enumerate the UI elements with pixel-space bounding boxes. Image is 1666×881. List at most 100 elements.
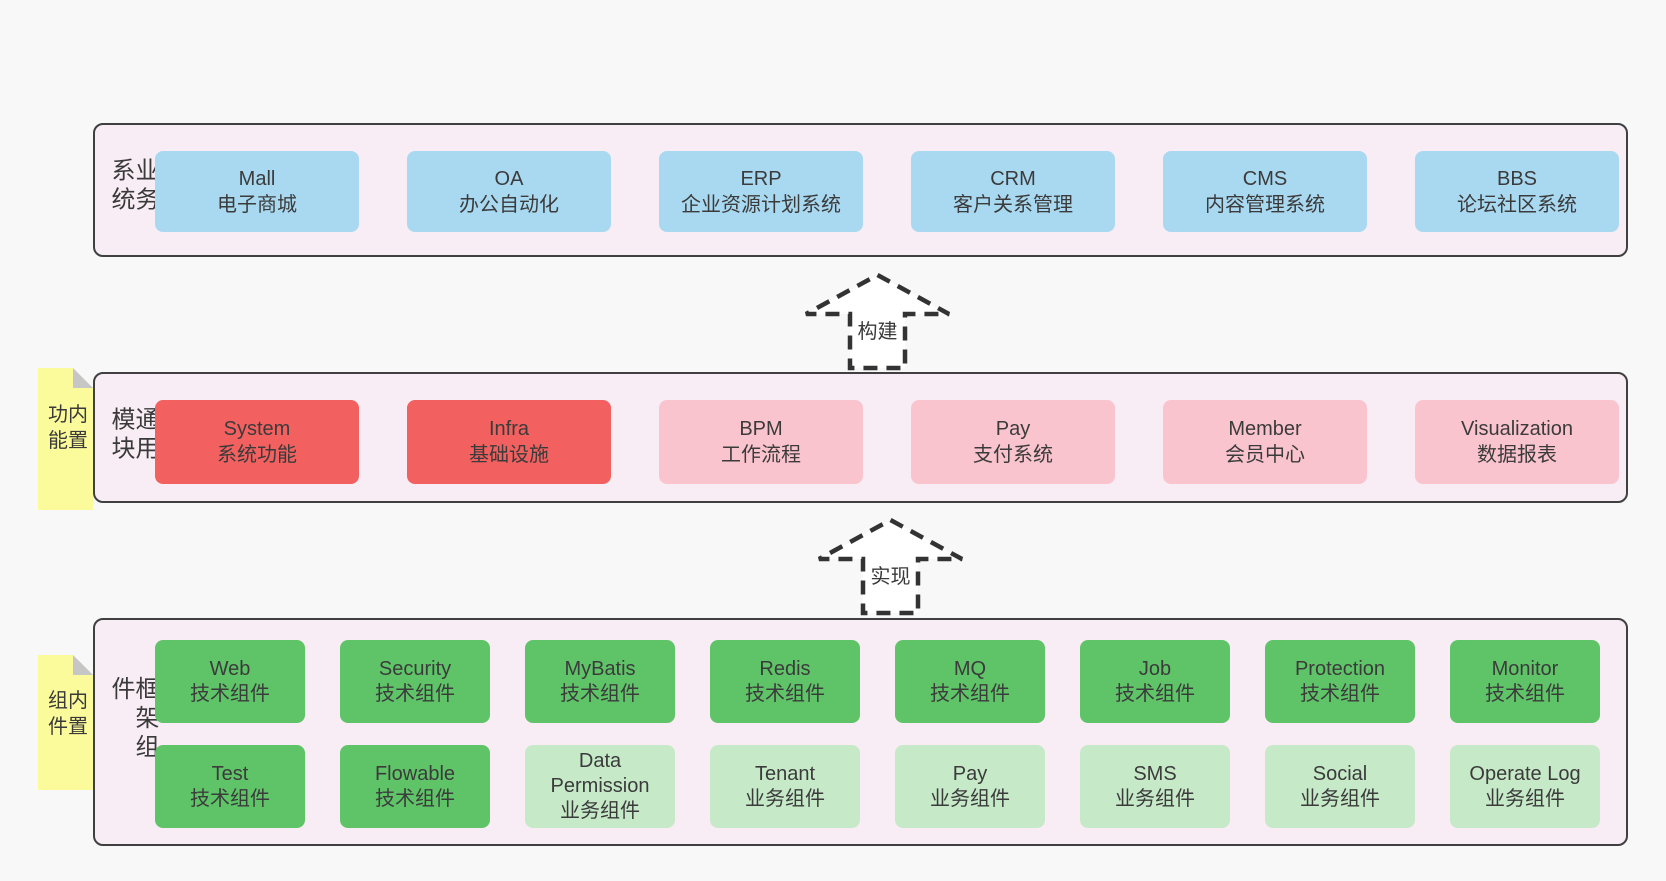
box-title: CMS: [1242, 167, 1288, 190]
box-infra: Infra 基础设施: [407, 400, 611, 484]
box-subtitle: 电子商城: [217, 193, 297, 216]
layer-business-systems: 业务系统 Mall 电子商城 OA 办公自动化 ERP 企业资源计划系统 CRM…: [93, 123, 1628, 257]
box-title: Member: [1228, 418, 1302, 440]
box-subtitle: 技术组件: [930, 682, 1010, 705]
box-title: Protection: [1294, 657, 1386, 680]
box-title: Mall: [238, 167, 276, 190]
box-title: Pay: [995, 418, 1031, 440]
box-member: Member 会员中心: [1163, 400, 1367, 484]
box-title: Job: [1138, 657, 1172, 680]
box-subtitle: 技术组件: [375, 787, 455, 810]
box-subtitle: 业务组件: [560, 800, 640, 822]
box-subtitle: 业务组件: [745, 787, 825, 810]
box-visualization: Visualization 数据报表: [1415, 400, 1619, 484]
note-built-in-components: 内置组件: [38, 655, 93, 790]
note-paper: [38, 655, 93, 790]
box-subtitle: 业务组件: [1115, 787, 1195, 810]
note-text: 内置功能: [44, 403, 87, 456]
box-protection: Protection 技术组件: [1265, 640, 1415, 723]
box-title: Tenant: [754, 762, 816, 785]
box-title: Infra: [488, 418, 530, 440]
box-web: Web 技术组件: [155, 640, 305, 723]
note-built-in-features: 内置功能: [38, 368, 93, 510]
box-title: SMS: [1133, 762, 1177, 785]
box-title: Web: [209, 657, 251, 680]
box-subtitle: 技术组件: [1300, 682, 1380, 705]
layer-framework-components: 框架组件 Web 技术组件 Security 技术组件 MyBatis 技术组件…: [93, 618, 1628, 846]
box-title: MyBatis: [564, 657, 636, 680]
note-fold-corner: [73, 655, 93, 675]
box-system: System 系统功能: [155, 400, 359, 484]
box-subtitle: 技术组件: [190, 682, 270, 705]
box-job: Job 技术组件: [1080, 640, 1230, 723]
note-paper: [38, 368, 93, 510]
box-title: CRM: [990, 167, 1036, 190]
implement-arrow: 实现: [813, 516, 968, 618]
box-cms: CMS 内容管理系统: [1163, 151, 1367, 232]
layer-label-framework-components: 框架组件: [107, 676, 158, 763]
note-fold-corner: [73, 368, 93, 388]
box-subtitle: 会员中心: [1225, 444, 1305, 466]
box-title: Flowable: [374, 762, 456, 785]
common-modules-row: System 系统功能 Infra 基础设施 BPM 工作流程 Pay 支付系统…: [155, 400, 1619, 484]
box-bbs: BBS 论坛社区系统: [1415, 151, 1619, 232]
box-title: BBS: [1496, 167, 1538, 190]
box-subtitle: 技术组件: [190, 787, 270, 810]
box-sms: SMS 业务组件: [1080, 745, 1230, 828]
box-subtitle: 论坛社区系统: [1457, 193, 1577, 216]
box-data-permission: Data Permission 业务组件: [525, 745, 675, 828]
box-subtitle: 技术组件: [1115, 682, 1195, 705]
box-subtitle: 办公自动化: [459, 193, 559, 216]
box-security: Security 技术组件: [340, 640, 490, 723]
box-title: Visualization: [1461, 418, 1573, 440]
box-subtitle: 支付系统: [973, 444, 1053, 466]
box-subtitle: 内容管理系统: [1205, 193, 1325, 216]
layer-label-business-systems: 业务系统: [107, 157, 158, 216]
layer-label-common-modules: 通用模块: [107, 405, 158, 464]
box-subtitle: 系统功能: [217, 444, 297, 466]
box-pay-business: Pay 业务组件: [895, 745, 1045, 828]
box-tenant: Tenant 业务组件: [710, 745, 860, 828]
implement-arrow-label: 实现: [867, 560, 914, 589]
box-title: Monitor: [1491, 657, 1559, 680]
box-title: Test: [211, 762, 249, 785]
box-subtitle: 企业资源计划系统: [681, 193, 841, 216]
box-title: Data Permission: [550, 750, 650, 797]
box-subtitle: 数据报表: [1477, 444, 1557, 466]
box-mall: Mall 电子商城: [155, 151, 359, 232]
business-systems-row: Mall 电子商城 OA 办公自动化 ERP 企业资源计划系统 CRM 客户关系…: [155, 151, 1619, 232]
box-oa: OA 办公自动化: [407, 151, 611, 232]
framework-row-1: Web 技术组件 Security 技术组件 MyBatis 技术组件 Redi…: [155, 640, 1600, 723]
box-subtitle: 技术组件: [745, 682, 825, 705]
box-crm: CRM 客户关系管理: [911, 151, 1115, 232]
box-subtitle: 业务组件: [930, 787, 1010, 810]
box-title: ERP: [740, 167, 782, 190]
box-subtitle: 技术组件: [375, 682, 455, 705]
box-bpm: BPM 工作流程: [659, 400, 863, 484]
box-title: Pay: [952, 762, 988, 785]
box-monitor: Monitor 技术组件: [1450, 640, 1600, 723]
box-mq: MQ 技术组件: [895, 640, 1045, 723]
box-redis: Redis 技术组件: [710, 640, 860, 723]
box-social: Social 业务组件: [1265, 745, 1415, 828]
box-pay: Pay 支付系统: [911, 400, 1115, 484]
box-title: Redis: [759, 657, 811, 680]
box-subtitle: 工作流程: [721, 444, 801, 466]
box-subtitle: 业务组件: [1300, 787, 1380, 810]
box-title: Social: [1312, 762, 1368, 785]
box-title: MQ: [953, 657, 987, 680]
build-arrow-label: 构建: [854, 315, 901, 344]
box-subtitle: 技术组件: [1485, 682, 1565, 705]
box-title: BPM: [739, 418, 783, 440]
box-subtitle: 技术组件: [560, 682, 640, 705]
note-text: 内置组件: [44, 688, 87, 741]
layer-common-modules: 通用模块 System 系统功能 Infra 基础设施 BPM 工作流程 Pay…: [93, 372, 1628, 503]
box-erp: ERP 企业资源计划系统: [659, 151, 863, 232]
box-title: OA: [494, 167, 524, 190]
box-title: Operate Log: [1469, 762, 1581, 785]
box-subtitle: 基础设施: [469, 444, 549, 466]
framework-row-2: Test 技术组件 Flowable 技术组件 Data Permission …: [155, 745, 1600, 828]
box-title: System: [223, 418, 291, 440]
build-arrow: 构建: [800, 271, 955, 373]
